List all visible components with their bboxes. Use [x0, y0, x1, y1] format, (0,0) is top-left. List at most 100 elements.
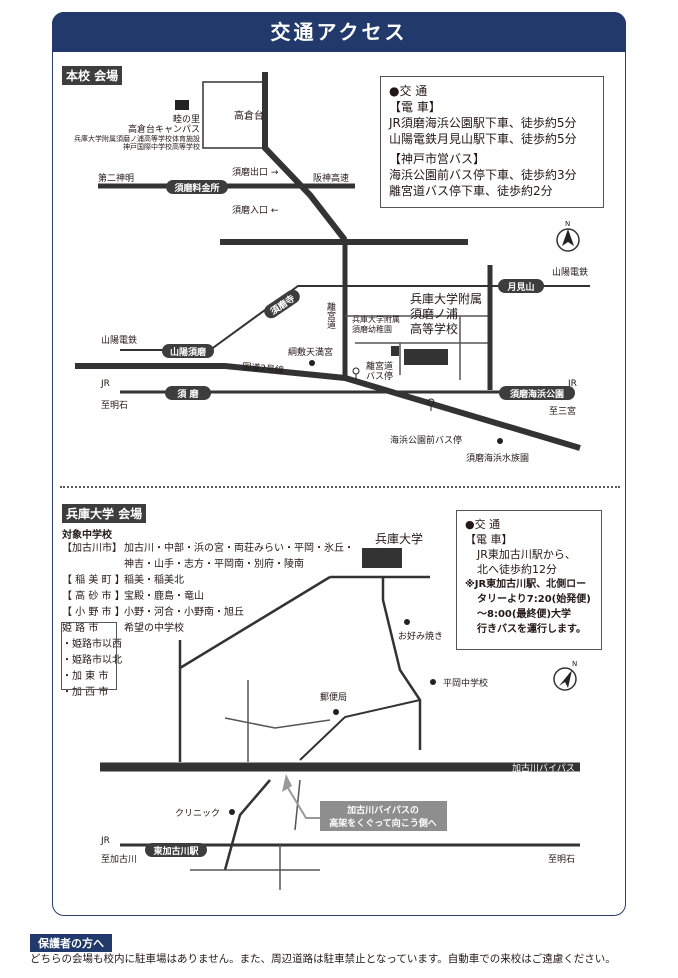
main-school-label: 須磨ノ浦: [410, 307, 458, 321]
to-kakogawa-label: 至加古川: [101, 853, 137, 865]
section1-info-box: ●交 通 【電 車】 JR須磨海浜公園駅下車、徒歩約5分 山陽電鉄月見山駅下車、…: [380, 76, 604, 208]
jr-left-label: JR: [100, 379, 110, 389]
sanyo-suma-label: 山陽須磨: [170, 346, 207, 358]
north-arrow-icon: N: [556, 220, 580, 252]
callout-text: 加古川バイパスの: [346, 804, 419, 816]
sanyo-left-label: 山陽電鉄: [101, 334, 137, 346]
bus-note: 行きバスを運行します。: [477, 624, 586, 635]
university-label: 兵庫大学: [375, 531, 423, 546]
info-heading: ●交 通: [389, 84, 428, 98]
campus-box-label: 高倉台: [234, 109, 264, 122]
kindergarten-label: 須磨幼稚園: [352, 324, 392, 334]
train-label: 【電 車】: [389, 100, 441, 114]
to-akashi-label: 至明石: [101, 400, 128, 411]
page-title: 交通アクセス: [52, 12, 626, 52]
rikyu-bus-label: バス停: [366, 370, 393, 382]
rikyu-bus-label: 離宮道: [366, 360, 393, 372]
sumairi-label: 須磨入口 ←: [232, 205, 279, 216]
campus-label: 睦の里: [173, 113, 200, 125]
school-row: ・加 西 市: [62, 687, 109, 698]
suma-station-label: 須 磨: [176, 388, 199, 400]
bus-label: 【神戸市営バス】: [389, 152, 486, 166]
section-divider: [60, 486, 620, 488]
kaihin-bus-label: 海浜公園前バス停: [390, 434, 462, 446]
notice-label: 保護者の方へ: [30, 934, 112, 952]
campus-label: 神戸国際中学校高等学校: [123, 142, 200, 151]
bus-note: ※JR東加古川駅、北側ロー: [465, 579, 587, 590]
station-label: 東加古川駅: [153, 845, 199, 857]
hanshin-label: 阪神高速: [313, 172, 349, 184]
himeji-group-box: [61, 622, 117, 690]
school-row: ・加 東 市: [62, 671, 109, 682]
aquarium-label: 須磨海浜水族園: [466, 452, 529, 464]
main-school-label: 兵庫大学附属: [410, 291, 482, 306]
to-sannomiya-label: 至三宮: [549, 405, 576, 417]
kokudo-label: 国道2号線: [242, 360, 285, 376]
bus-note: タリーより7:20(始発便): [477, 594, 591, 605]
jr-right-label: JR: [567, 379, 577, 389]
train-line: 山陽電鉄月見山駅下車、徒歩約5分: [389, 132, 577, 146]
suma-kaihin-station-label: 須磨海浜公園: [509, 388, 564, 400]
section1-label: 本校 会場: [62, 66, 123, 85]
school-row: 【 稲 美 町 】稲美・稲美北: [62, 575, 184, 586]
sanyo-right-label: 山陽電鉄: [552, 266, 588, 278]
tsunashiki-label: 綱敷天満宮: [288, 346, 333, 358]
schools-heading: 対象中学校: [62, 530, 112, 541]
school-row: 【 高 砂 市 】宝殿・鹿島・竜山: [62, 591, 204, 602]
bus-note: ～8:00(最終便)大学: [477, 609, 572, 620]
callout-arrow: [282, 774, 292, 792]
section2-info-box: ●交 通 【電 車】 JR東加古川駅から、 北へ徒歩約12分 ※JR東加古川駅、…: [456, 510, 602, 650]
callout-box: [320, 801, 447, 831]
aquarium-marker: [497, 438, 503, 444]
campus-label: 兵庫大学附属須磨ノ浦高等学校体育施設: [74, 134, 200, 143]
school-row: 神吉・山手・志方・平岡南・別府・陵南: [124, 559, 304, 570]
school-row: 【 小 野 市 】小野・河合・小野南・旭丘: [62, 607, 244, 618]
bus-stop-icon: [427, 398, 435, 411]
okonomiyaki-marker: [404, 619, 410, 625]
okonomiyaki-label: お好み焼き: [398, 630, 443, 642]
shrine-marker: [309, 360, 315, 366]
university-building: [362, 548, 402, 568]
hiraoka-marker: [430, 679, 436, 685]
info-heading: ●交 通: [465, 518, 501, 531]
ryokin-label: 須磨料金所: [173, 182, 219, 194]
school-row: ・姫路市以西: [62, 639, 122, 650]
post-label: 郵便局: [320, 691, 347, 703]
kindergarten-label: 兵庫大学附属: [352, 314, 400, 324]
section2-label: 兵庫大学 会場: [62, 504, 147, 523]
clinic-label: クリニック: [175, 808, 220, 819]
notice-text: どちらの会場も校内に駐車場はありません。また、周辺道路は駐車禁止となっています。…: [30, 953, 616, 965]
map1-roads: [75, 72, 590, 451]
to-akashi2-label: 至明石: [548, 854, 575, 865]
kindergarten-building: [391, 346, 399, 356]
bus-line: 離宮道バス停下車、徒歩約2分: [389, 184, 553, 198]
svg-text:N: N: [565, 220, 570, 228]
hiraoka-label: 平岡中学校: [443, 677, 488, 689]
post-marker: [333, 709, 339, 715]
north-arrow-icon: N: [553, 660, 577, 691]
rikyumichi-label: 離宮道: [325, 301, 336, 330]
bypass-label: 加古川バイパス: [512, 762, 575, 774]
campus-label: 高倉台キャンパス: [128, 123, 200, 135]
schools-list: 【加古川市】加古川・中部・浜の宮・両荘みらい・平岡・氷丘・ 神吉・山手・志方・平…: [62, 541, 354, 701]
train-line: JR東加古川駅から、: [477, 548, 576, 561]
jr2-label: JR: [100, 836, 110, 846]
daini-label: 第二神明: [98, 172, 134, 184]
tsukimiyama-label: 月見山: [506, 281, 534, 293]
school-row: 姫 路 市 希望の中学校: [62, 623, 184, 634]
callout-text: 高架をくぐって向こう側へ: [329, 817, 437, 829]
bus-stop-icon: [352, 367, 360, 380]
train-line: JR須磨海浜公園駅下車、徒歩約5分: [389, 116, 577, 130]
school-building: [404, 349, 448, 365]
train-label: 【電 車】: [465, 533, 513, 546]
bus-line: 海浜公園前バス停下車、徒歩約3分: [389, 168, 577, 182]
school-row: ・姫路市以北: [62, 655, 122, 666]
school-row: 【加古川市】加古川・中部・浜の宮・両荘みらい・平岡・氷丘・: [62, 543, 354, 554]
main-school-label: 高等学校: [410, 321, 458, 336]
clinic-marker: [229, 809, 235, 815]
campus-marker: [175, 100, 189, 110]
svg-text:N: N: [572, 660, 577, 668]
sumade-label: 須磨出口 →: [232, 166, 279, 178]
train-line: 北へ徒歩約12分: [477, 563, 557, 576]
